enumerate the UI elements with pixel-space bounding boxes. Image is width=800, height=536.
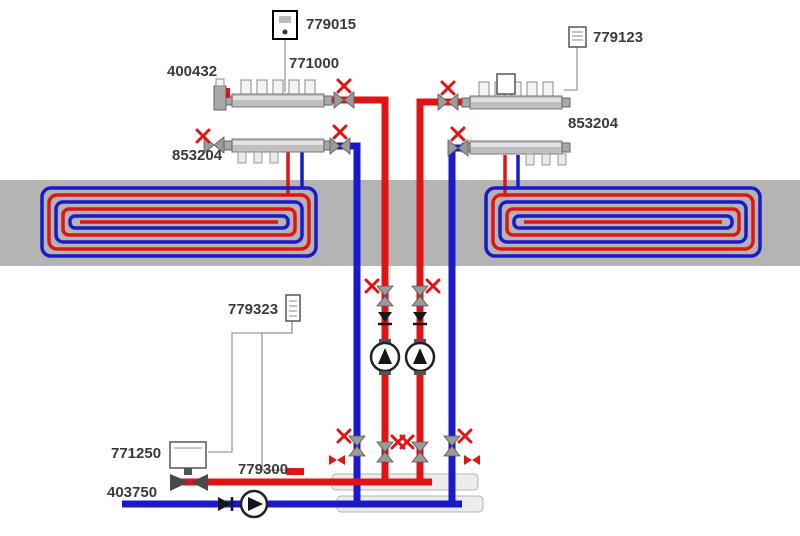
check-valve-icon: [378, 312, 392, 322]
shutoff-valve-icon: [399, 434, 429, 463]
right-floor-coil: [484, 155, 762, 258]
check-valve-icon: [413, 312, 427, 322]
actuator-head: [496, 73, 516, 95]
shutoff-valve-icon: [336, 428, 366, 457]
wingnut-icon: [329, 455, 345, 465]
label-779123: 779123: [593, 29, 643, 46]
label-853204-right: 853204: [568, 115, 619, 132]
wiring-box: [272, 10, 298, 92]
pump-left: [369, 339, 401, 375]
label-403750: 403750: [107, 484, 157, 501]
controller: [208, 294, 301, 471]
shutoff-valve-icon: [333, 78, 355, 109]
label-853204-left: 853204: [172, 147, 223, 164]
bottom-pump-group: [218, 489, 269, 519]
shutoff-valve-icon: [329, 124, 351, 155]
riser-shutoff-right: [411, 278, 441, 326]
left-floor-coil: [40, 152, 318, 258]
pump-right: [404, 339, 436, 375]
lower-valve-group: [329, 428, 480, 465]
actuator-icon: [169, 441, 207, 469]
right-manifold: [437, 73, 571, 166]
left-manifold: [195, 78, 355, 164]
shutoff-valve-icon: [447, 126, 469, 157]
ball-valve-thermometer-icon: [213, 78, 230, 111]
part-labels: 779015 771000 400432 853204 779123 85320…: [107, 16, 643, 501]
label-779300: 779300: [238, 461, 288, 478]
riser-shutoff-left: [364, 278, 394, 326]
contact-sensor-icon: [286, 468, 304, 475]
shutoff-valve-icon: [437, 80, 459, 111]
label-771000: 771000: [289, 55, 339, 72]
shutoff-valve-icon: [195, 128, 225, 154]
label-400432: 400432: [167, 63, 217, 80]
check-valve-icon: [218, 497, 231, 511]
wingnut-icon: [464, 455, 480, 465]
mixing-valve-assembly: [169, 441, 208, 491]
label-771250: 771250: [111, 445, 161, 462]
label-779015: 779015: [306, 16, 356, 33]
mixing-valve-icon: [170, 474, 189, 491]
room-thermostat: [564, 26, 587, 91]
shutoff-valve-icon: [443, 428, 473, 457]
label-779323: 779323: [228, 301, 278, 318]
